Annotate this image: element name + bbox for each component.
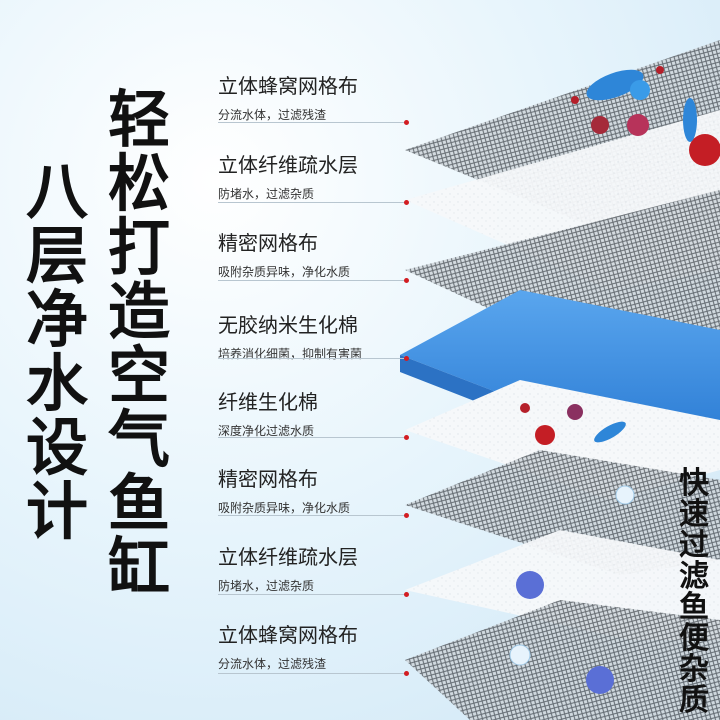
layer-subtitle: 分流水体，过滤残渣 (218, 657, 327, 671)
bacteria-cluster-top (571, 66, 720, 166)
layer-subtitle: 防堵水，过滤杂质 (218, 579, 315, 593)
guide-line (218, 280, 408, 281)
layer-blue-foam (400, 290, 720, 430)
layer-title: 立体蜂窝网格布 (218, 74, 358, 98)
headline-char: 打 (107, 211, 170, 284)
headline-char: 层 (25, 219, 88, 292)
layer-subtitle: 培养消化细菌，抑制有害菌 (218, 347, 363, 361)
headline-char: 设 (25, 411, 88, 484)
headline-char: 计 (25, 475, 88, 548)
layer-label-1: 立体蜂窝网格布 分流水体，过滤残渣 (218, 74, 358, 124)
layer-label-8: 立体蜂窝网格布 分流水体，过滤残渣 (218, 623, 358, 673)
layer-title: 立体纤维疏水层 (218, 153, 358, 177)
layer-mesh-lower (405, 450, 720, 575)
headline-right: 轻 松 打 造 空 气 鱼 缸 (104, 88, 174, 600)
layer-subtitle: 吸附杂质异味，净化水质 (218, 265, 351, 279)
side-char: 过 (679, 528, 709, 563)
side-char: 滤 (679, 559, 709, 594)
side-char: 速 (679, 497, 709, 532)
guide-line (218, 673, 408, 674)
marker-dot (404, 435, 409, 440)
layer-title: 立体纤维疏水层 (218, 545, 358, 569)
headline-char: 八 (25, 155, 88, 228)
marker-dot (404, 120, 409, 125)
layer-label-6: 精密网格布 吸附杂质异味，净化水质 (218, 467, 350, 517)
headline-char: 轻 (107, 83, 170, 156)
headline-char: 气 (107, 403, 170, 476)
side-char: 便 (679, 621, 709, 656)
headline-char: 缸 (107, 531, 170, 604)
guide-line (218, 202, 408, 203)
headline-left: 八 层 净 水 设 计 (22, 160, 92, 544)
marker-dot (404, 278, 409, 283)
layer-subtitle: 深度净化过滤水质 (218, 424, 315, 438)
layer-title: 精密网格布 (218, 467, 318, 491)
marker-dot (404, 513, 409, 518)
headline-char: 水 (25, 347, 88, 420)
side-char: 快 (679, 466, 709, 501)
headline-char: 净 (25, 283, 88, 356)
headline-char: 鱼 (107, 467, 170, 540)
headline-char: 松 (107, 147, 170, 220)
layer-subtitle: 分流水体，过滤残渣 (218, 108, 327, 122)
marker-dot (404, 592, 409, 597)
guide-line (218, 515, 408, 516)
guide-line (218, 358, 408, 359)
blue-clusters (516, 571, 614, 694)
layer-honeycomb-bottom (405, 600, 720, 720)
side-char: 杂 (679, 652, 709, 687)
marker-dot (404, 200, 409, 205)
headline-char: 空 (107, 339, 170, 412)
layer-label-4: 无胶纳米生化棉 培养消化细菌，抑制有害菌 (218, 313, 362, 363)
guide-line (218, 122, 408, 123)
layer-label-2: 立体纤维疏水层 防堵水，过滤杂质 (218, 153, 358, 203)
layer-label-7: 立体纤维疏水层 防堵水，过滤杂质 (218, 545, 358, 595)
guide-line (218, 594, 408, 595)
side-caption: 快 速 过 滤 鱼 便 杂 质 (674, 468, 714, 716)
layer-title: 纤维生化棉 (218, 390, 318, 414)
headline-char: 造 (107, 275, 170, 348)
water-droplets (509, 485, 635, 666)
side-char: 质 (679, 683, 709, 718)
bacteria-cluster-middle (520, 403, 626, 445)
layer-title: 精密网格布 (218, 231, 318, 255)
layer-title: 无胶纳米生化棉 (218, 313, 358, 337)
marker-dot (404, 671, 409, 676)
guide-line (218, 437, 408, 438)
layer-label-3: 精密网格布 吸附杂质异味，净化水质 (218, 231, 350, 281)
layer-subtitle: 防堵水，过滤杂质 (218, 187, 315, 201)
layer-title: 立体蜂窝网格布 (218, 623, 358, 647)
layer-subtitle: 吸附杂质异味，净化水质 (218, 501, 351, 515)
layer-label-5: 纤维生化棉 深度净化过滤水质 (218, 390, 318, 440)
marker-dot (404, 356, 409, 361)
side-char: 鱼 (679, 590, 709, 625)
